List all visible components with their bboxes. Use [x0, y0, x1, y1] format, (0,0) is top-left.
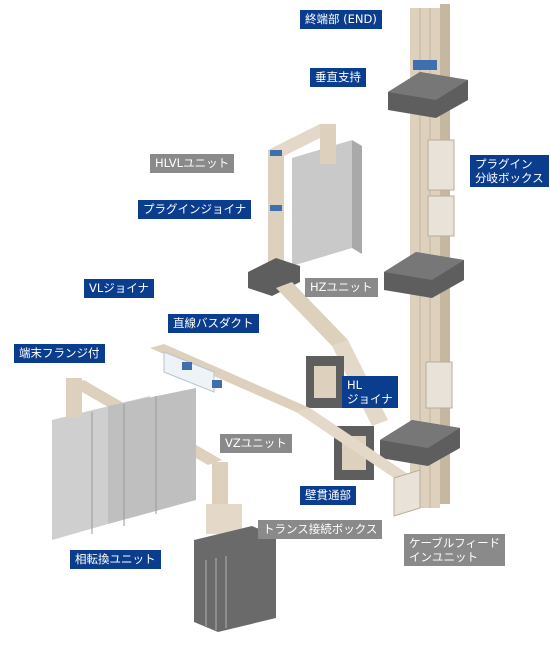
riser-clamp [413, 60, 437, 70]
plugin-joiner-clamp [270, 205, 282, 211]
hlvl-clamp [270, 150, 282, 156]
duct-to-riser [296, 408, 408, 478]
hl-joiner-opening [314, 366, 336, 398]
hlvl-unit-assembly [248, 124, 362, 296]
transformer-body [194, 526, 276, 632]
label-straight-duct: 直線バスダクト [168, 314, 259, 333]
floor-slabs [380, 72, 468, 466]
vz-drop-duct [212, 462, 228, 510]
label-plugin-box: プラグイン 分岐ボックス [470, 155, 549, 187]
hlvl-horizontal-duct [268, 124, 336, 156]
plugin-box [427, 139, 455, 191]
cabinet-right [108, 388, 196, 524]
label-end-terminal: 終端部 (END) [300, 10, 382, 29]
duct-clamp [212, 380, 222, 388]
straight-busduct [150, 344, 310, 412]
label-terminal-flange: 端末フランジ付 [14, 344, 105, 363]
label-vz-unit: VZユニット [220, 434, 292, 453]
hz-diagonal-duct [276, 282, 348, 346]
upper-cabinet-front [292, 140, 352, 266]
floor-slab-bottom-face [380, 420, 460, 448]
label-hz-unit: HZユニット [305, 278, 378, 297]
label-plugin-joiner: プラグインジョイナ [138, 200, 252, 219]
label-wall-penetration: 壁貫通部 [300, 486, 356, 505]
label-vl-joiner: VLジョイナ [84, 279, 155, 298]
label-phase-unit: 相転換ユニット [70, 550, 161, 569]
floor-slab-top-face [388, 72, 468, 100]
plugin-box [427, 195, 455, 237]
plugin-box [425, 361, 453, 409]
label-vertical-support: 垂直支持 [310, 68, 366, 87]
label-cable-feed-unit: ケーブルフィード インユニット [404, 534, 506, 566]
hlvl-drop-duct [320, 124, 336, 164]
riser-side [440, 4, 450, 504]
transformer [194, 504, 276, 632]
switchgear-cabinets [52, 378, 196, 540]
duct-clamp [182, 362, 192, 370]
cable-feed-in-box [393, 469, 421, 517]
cable-feed-in [393, 469, 421, 517]
label-transformer-box: トランス接続ボックス [258, 520, 383, 539]
duct-window [163, 351, 215, 393]
transformer-connection-box [206, 504, 242, 534]
upper-cabinet-side [352, 140, 362, 254]
label-hl-joiner: HL ジョイナ [342, 376, 398, 408]
label-hlvl-unit: HLVLユニット [150, 154, 235, 173]
terminal-flange-duct [66, 378, 82, 418]
floor-slab-middle-face [384, 252, 464, 280]
plugin-boxes [425, 139, 455, 409]
